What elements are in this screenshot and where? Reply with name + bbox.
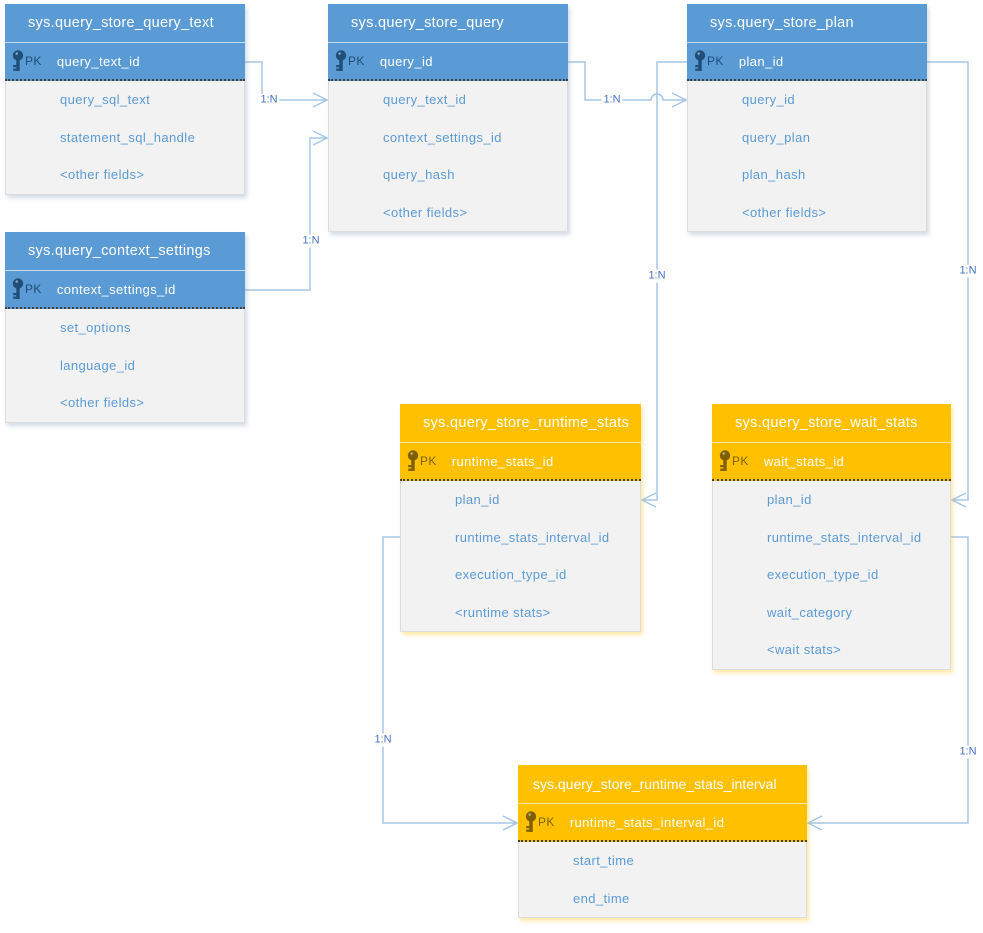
cardinality-label: 1:N <box>300 234 322 248</box>
pk-field-name: plan_id <box>738 53 784 69</box>
field-row: plan_hash <box>742 167 806 183</box>
field-row: <other fields> <box>60 167 145 183</box>
pk-row: PK context_settings_id <box>5 271 245 309</box>
pk-badge: PK <box>538 815 555 829</box>
pk-field-name: query_text_id <box>56 53 141 69</box>
field-row: query_text_id <box>383 92 467 108</box>
field-row: context_settings_id <box>383 129 502 145</box>
entity-title: sys.query_store_query_text <box>5 4 245 43</box>
field-row: query_plan <box>742 129 811 145</box>
primary-key-icon <box>12 278 24 300</box>
primary-key-icon <box>12 50 24 72</box>
pk-badge: PK <box>25 282 42 296</box>
pk-badge: PK <box>707 54 724 68</box>
entity-title: sys.query_context_settings <box>5 232 245 271</box>
relation-arrow-right <box>312 92 329 108</box>
field-list: plan_id runtime_stats_interval_id execut… <box>712 481 951 670</box>
relation-arrow-left <box>950 492 967 508</box>
field-row: start_time <box>573 853 635 869</box>
field-row: <other fields> <box>60 395 145 411</box>
field-list: query_sql_text statement_sql_handle <oth… <box>5 81 245 195</box>
cardinality-label: 1:N <box>957 264 979 278</box>
pk-field-name: context_settings_id <box>56 281 176 297</box>
pk-badge: PK <box>420 454 437 468</box>
relation-line-runtime-stats-to-interval <box>382 536 517 824</box>
field-row: query_sql_text <box>60 92 151 108</box>
pk-field-name: runtime_stats_interval_id <box>569 814 725 830</box>
field-row: runtime_stats_interval_id <box>767 529 922 545</box>
field-row: end_time <box>573 890 630 906</box>
relation-arrow-right <box>671 92 688 108</box>
pk-badge: PK <box>732 454 749 468</box>
field-row: statement_sql_handle <box>60 129 196 145</box>
pk-field-name: wait_stats_id <box>763 453 845 469</box>
relation-line-context-settings-to-query <box>245 137 327 291</box>
pk-row: PK runtime_stats_id <box>400 443 641 481</box>
entity-query-store-query[interactable]: sys.query_store_query PK query_id query_… <box>328 4 568 232</box>
field-row: runtime_stats_interval_id <box>455 529 610 545</box>
pk-field-name: runtime_stats_id <box>451 453 554 469</box>
field-list: plan_id runtime_stats_interval_id execut… <box>400 481 641 632</box>
pk-row: PK query_text_id <box>5 43 245 81</box>
primary-key-icon <box>525 811 537 833</box>
cardinality-label: 1:N <box>646 269 668 283</box>
relation-arrow-right <box>502 815 519 831</box>
pk-row: PK runtime_stats_interval_id <box>518 804 807 842</box>
entity-title: sys.query_store_query <box>328 4 568 43</box>
field-row: wait_category <box>767 604 853 620</box>
cardinality-label: 1:N <box>601 93 623 107</box>
field-list: start_time end_time <box>518 842 807 918</box>
relation-line-plan-to-wait-stats <box>927 61 969 501</box>
pk-field-name: query_id <box>379 53 433 69</box>
entity-query-store-runtime-stats[interactable]: sys.query_store_runtime_stats PK runtime… <box>400 404 641 632</box>
field-row: set_options <box>60 320 131 336</box>
field-row: plan_id <box>767 492 812 508</box>
relation-line-query-to-plan <box>568 61 686 101</box>
pk-badge: PK <box>348 54 365 68</box>
cardinality-label: 1:N <box>258 93 280 107</box>
entity-title: sys.query_store_plan <box>687 4 927 43</box>
field-list: set_options language_id <other fields> <box>5 309 245 423</box>
entity-title: sys.query_store_runtime_stats_interval <box>518 765 807 804</box>
pk-row: PK plan_id <box>687 43 927 81</box>
relation-line-wait-stats-to-interval <box>808 536 969 824</box>
field-list: query_text_id context_settings_id query_… <box>328 81 568 232</box>
field-row: <runtime stats> <box>455 604 551 620</box>
relation-arrow-left <box>640 492 657 508</box>
field-row: query_hash <box>383 167 455 183</box>
entity-title: sys.query_store_wait_stats <box>712 404 951 443</box>
relation-arrow-left <box>806 815 823 831</box>
entity-query-context-settings[interactable]: sys.query_context_settings PK context_se… <box>5 232 245 423</box>
entity-query-store-runtime-stats-interval[interactable]: sys.query_store_runtime_stats_interval P… <box>518 765 807 918</box>
field-row: <other fields> <box>742 204 827 220</box>
pk-row: PK query_id <box>328 43 568 81</box>
field-row: language_id <box>60 357 136 373</box>
relation-line-query-text-to-query <box>245 61 327 101</box>
relation-arrow-right <box>312 130 329 146</box>
primary-key-icon <box>719 450 731 472</box>
field-row: <other fields> <box>383 204 468 220</box>
entity-query-store-wait-stats[interactable]: sys.query_store_wait_stats PK wait_stats… <box>712 404 951 670</box>
primary-key-icon <box>694 50 706 72</box>
cardinality-label: 1:N <box>372 733 394 747</box>
field-row: query_id <box>742 92 796 108</box>
entity-query-store-query-text[interactable]: sys.query_store_query_text PK query_text… <box>5 4 245 195</box>
field-row: <wait stats> <box>767 642 842 658</box>
field-row: execution_type_id <box>455 567 567 583</box>
pk-row: PK wait_stats_id <box>712 443 951 481</box>
primary-key-icon <box>407 450 419 472</box>
primary-key-icon <box>335 50 347 72</box>
field-list: query_id query_plan plan_hash <other fie… <box>687 81 927 232</box>
entity-title: sys.query_store_runtime_stats <box>400 404 641 443</box>
pk-badge: PK <box>25 54 42 68</box>
cardinality-label: 1:N <box>957 745 979 759</box>
field-row: plan_id <box>455 492 500 508</box>
field-row: execution_type_id <box>767 567 879 583</box>
entity-query-store-plan[interactable]: sys.query_store_plan PK plan_id query_id… <box>687 4 927 232</box>
